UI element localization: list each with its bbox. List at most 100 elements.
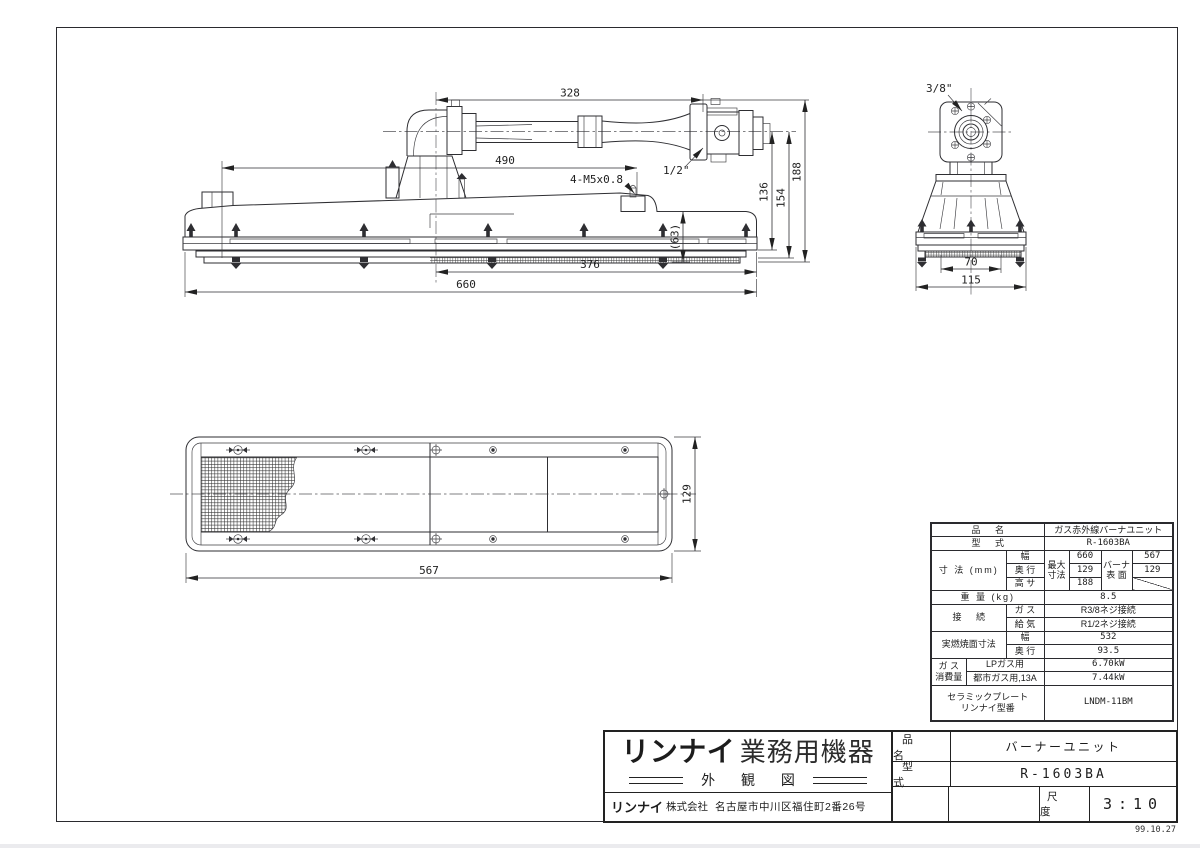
spec-dims-label: 寸 法 (mm) — [930, 549, 1007, 591]
title-block-logo-section: リンナイ 業務用機器 外 観 図 リンナイ 株式会社 名古屋市中川区福住町2番2… — [605, 732, 893, 821]
end-view-dimensions: 3/8" 70 115 — [915, 82, 1027, 291]
spec-product-label: 品 名 — [930, 522, 1045, 537]
spec-burning-depth-value: 93.5 — [1043, 644, 1174, 659]
spec-table: 品 名 ガス赤外線バーナユニット 型 式 R-1603BA 寸 法 (mm) 幅… — [930, 522, 1175, 722]
spec-lp-label: LPガス用 — [965, 657, 1045, 672]
dim-label-tap: 4-M5x0.8 — [570, 173, 623, 186]
spec-max-depth: 129 — [1068, 563, 1102, 578]
title-block: リンナイ 業務用機器 外 観 図 リンナイ 株式会社 名古屋市中川区福住町2番2… — [603, 730, 1178, 823]
spec-consumption-label: ガ ス消費量 — [930, 657, 967, 686]
end-ceramic-plate — [924, 250, 1022, 258]
spec-width-label: 幅 — [1005, 549, 1045, 564]
dim-label-63: (63) — [669, 224, 682, 251]
dim-label-188: 188 — [791, 162, 804, 182]
title-block-fields: 品 名 バーナーユニット 型 式 R-1603BA 尺 度 3:10 — [893, 732, 1176, 821]
dim-label-376: 376 — [580, 258, 600, 271]
spec-burning-label: 実燃焼面寸法 — [930, 630, 1007, 659]
face-view: 129 567 — [170, 436, 701, 583]
end-view: 3/8" 70 115 — [915, 82, 1027, 297]
spec-air-value: R1/2ネジ接続 — [1043, 617, 1174, 632]
dim-label-660: 660 — [456, 278, 476, 291]
spec-weight-value: 8.5 — [1043, 590, 1174, 605]
rinnai-logo: リンナイ — [621, 736, 736, 767]
spec-burning-width-value: 532 — [1043, 630, 1174, 645]
title-scale-label: 尺 度 — [1040, 787, 1090, 821]
spec-gas-value: R3/8ネジ接続 — [1043, 603, 1174, 618]
spec-max-height: 188 — [1068, 576, 1102, 591]
spec-weight-label: 重 量 (kg) — [930, 590, 1045, 605]
flange-bolts — [186, 223, 751, 237]
spec-row-lp: ガ ス消費量 LPガス用 6.70kW — [930, 657, 1174, 686]
dim-label-three-eighth-inch: 3/8" — [926, 82, 953, 95]
dim-label-567: 567 — [419, 564, 439, 577]
spec-max-width: 660 — [1068, 549, 1102, 564]
spec-row-product: 品 名 ガス赤外線バーナユニット — [930, 522, 1174, 537]
spec-height-label: 高 サ — [1005, 576, 1045, 591]
spec-row-ceramic: セラミックプレートリンナイ型番 LNDM-11BM — [930, 684, 1174, 722]
spec-burner-width: 567 — [1131, 549, 1174, 564]
spec-depth-label: 奥 行 — [1005, 563, 1045, 578]
title-scale-row: 尺 度 3:10 — [893, 786, 1176, 821]
company-address-row: リンナイ 株式会社 名古屋市中川区福住町2番26号 — [605, 792, 891, 821]
dim-label-490: 490 — [495, 154, 515, 167]
spec-row-burning-depth: 奥 行 93.5 — [931, 644, 1174, 659]
spec-row-dims-height: 高 サ 188 — [931, 576, 1174, 591]
spec-row-air-connection: 給 気 R1/2ネジ接続 — [931, 617, 1174, 632]
mesh-panel — [429, 456, 659, 533]
dim-label-136: 136 — [758, 182, 771, 202]
brand-category-label: 業務用機器 — [739, 737, 875, 767]
title-blank-cell-2 — [949, 787, 1040, 821]
spec-burner-depth: 129 — [1131, 563, 1174, 578]
spec-model-label: 型 式 — [930, 536, 1045, 551]
title-model-value: R-1603BA — [1020, 766, 1107, 782]
face-outer-outline — [185, 436, 673, 552]
spec-row-weight: 重 量 (kg) 8.5 — [930, 590, 1174, 605]
spec-air-label: 給 気 — [1005, 617, 1045, 632]
spec-row-burning-width: 実燃焼面寸法 幅 532 — [930, 630, 1174, 659]
dim-label-129: 129 — [681, 484, 694, 504]
body-left-block — [201, 191, 234, 208]
face-screws — [226, 444, 670, 545]
company-address: 名古屋市中川区福住町2番26号 — [715, 801, 867, 813]
plate-nuts — [231, 257, 668, 269]
dim-label-328: 328 — [560, 87, 580, 100]
spec-burner-label: バーナ表 面 — [1100, 549, 1133, 591]
dim-label-half-inch: 1/2" — [663, 164, 690, 177]
dim-label-115: 115 — [961, 274, 981, 287]
face-view-dimensions: 129 567 — [185, 436, 701, 583]
spec-burner-height-diagonal — [1131, 576, 1174, 591]
drawing-title-label: 外 観 図 — [701, 772, 806, 788]
side-view-dimensions: 328 490 4-M5x0.8 1/2" 136 154 188 (63) 3… — [184, 87, 810, 297]
spec-product-value: ガス赤外線バーナユニット — [1043, 522, 1174, 537]
spec-row-dims-depth: 奥 行 129 129 — [931, 563, 1174, 578]
mount-flange-band — [935, 174, 1007, 182]
company-suffix: 株式会社 — [666, 801, 709, 813]
gas-pipe-assembly — [406, 98, 771, 163]
spec-lp-value: 6.70kW — [1043, 657, 1174, 672]
dim-label-70: 70 — [964, 256, 977, 269]
spec-burning-width-label: 幅 — [1005, 630, 1045, 645]
spec-city-value: 7.44kW — [1043, 671, 1174, 686]
side-view: 328 490 4-M5x0.8 1/2" 136 154 188 (63) 3… — [182, 87, 810, 297]
spec-ceramic-label: セラミックプレートリンナイ型番 — [930, 684, 1045, 722]
title-blank-cell-1 — [893, 787, 949, 821]
burner-body-outline — [184, 192, 757, 237]
ceramic-grid-patch — [201, 457, 297, 532]
ceramic-plate — [203, 256, 741, 264]
title-model-row: 型 式 R-1603BA — [893, 761, 1176, 789]
title-product-row: 品 名 バーナーユニット — [893, 732, 1176, 762]
spec-ceramic-value: LNDM-11BM — [1043, 684, 1174, 722]
spec-row-city: 都市ガス用,13A 7.44kW — [931, 671, 1174, 686]
title-scale-value: 3:10 — [1102, 795, 1164, 813]
dim-label-154: 154 — [775, 188, 788, 208]
spec-row-model: 型 式 R-1603BA — [930, 536, 1174, 551]
spec-max-label: 最大寸法 — [1043, 549, 1070, 591]
double-rule-right — [812, 776, 867, 784]
title-product-label: 品 名 — [893, 732, 951, 762]
title-model-label: 型 式 — [893, 761, 951, 789]
spec-gas-label: ガ ス — [1005, 603, 1045, 618]
rinnai-logo-small: リンナイ — [611, 800, 664, 815]
title-product-value: バーナーユニット — [1005, 740, 1122, 754]
